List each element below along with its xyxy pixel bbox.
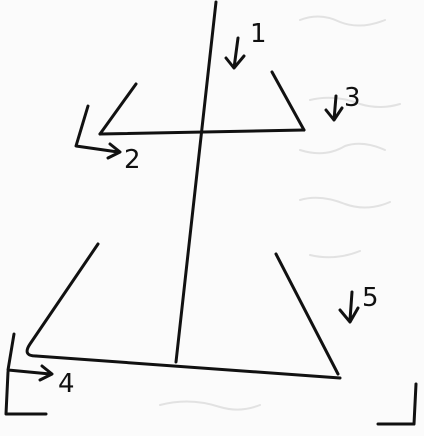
bottom-trapezoid-right-side (274, 252, 340, 376)
top-triangle-base (98, 128, 306, 136)
bottom-left-bracket (4, 370, 48, 416)
label-3: 3 (344, 83, 361, 113)
top-triangle-left-side (98, 82, 138, 136)
center-vertical-line (174, 0, 218, 364)
bottom-trapezoid-base (34, 354, 342, 380)
label-1: 1 (250, 19, 267, 49)
bottom-right-bracket (376, 382, 418, 426)
arrow-down-1 (224, 36, 246, 70)
arrow-down-3 (324, 94, 344, 122)
bottom-trapezoid-left-side (25, 242, 100, 358)
label-4: 4 (58, 369, 75, 399)
top-triangle-right-side (270, 70, 306, 132)
arrow-right-2 (74, 104, 122, 160)
bleed-through-marks (159, 15, 401, 411)
arrow-down-5 (338, 290, 360, 324)
label-5: 5 (362, 283, 379, 313)
arrow-right-4 (6, 332, 54, 382)
label-2: 2 (124, 145, 141, 175)
